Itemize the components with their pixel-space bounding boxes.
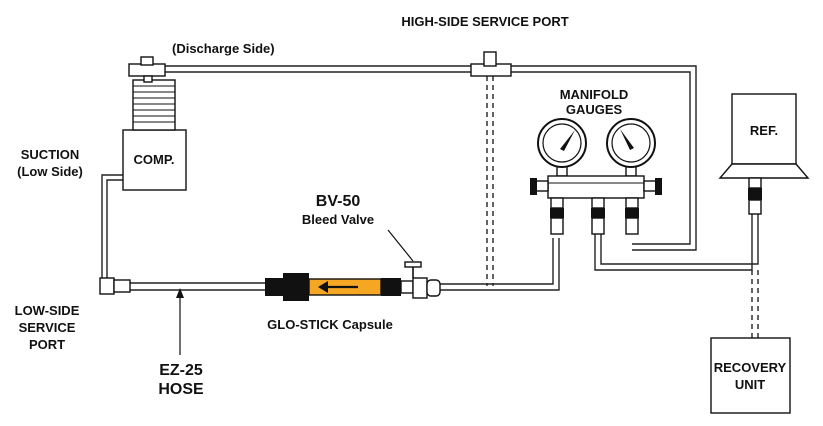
low-side-port-fitting — [99, 277, 131, 295]
low-side-port-label-line3: PORT — [29, 337, 65, 352]
suction-label-line1: SUCTION — [21, 147, 80, 162]
compressor-coil — [132, 79, 176, 131]
manifold-to-recovery-hose — [594, 214, 759, 271]
glo-stick-capsule — [265, 273, 401, 301]
bv50-label: BV-50 — [316, 193, 361, 210]
comp-label: COMP. — [134, 152, 175, 167]
suction-label-line2: (Low Side) — [17, 164, 83, 179]
bleed-valve — [387, 229, 441, 299]
glo-stick-label: GLO-STICK Capsule — [267, 317, 393, 332]
gauge-needle-icon — [560, 130, 575, 151]
high-pressure-gauge — [606, 118, 656, 168]
manifold-gauges-label-line1: MANIFOLD — [560, 87, 629, 102]
discharge-line — [160, 65, 697, 251]
low-side-port-label-line2: SERVICE — [19, 320, 76, 335]
recovery-unit-label-line1: RECOVERY — [714, 360, 787, 375]
manifold-gauges — [530, 118, 662, 235]
manifold-gauges-label-line2: GAUGES — [566, 102, 623, 117]
low-pressure-gauge — [537, 118, 587, 168]
flow-arrow-icon — [318, 281, 328, 293]
compressor — [122, 56, 187, 191]
refrigerant-tank — [718, 93, 810, 215]
ref-label: REF. — [750, 123, 778, 138]
discharge-side-label: (Discharge Side) — [172, 41, 275, 56]
manifold-body — [547, 175, 645, 199]
ez25-pointer-arrow-icon — [176, 288, 184, 298]
bleed-valve-label: Bleed Valve — [302, 212, 374, 227]
recovery-unit — [710, 337, 791, 414]
ez25-hose-line — [130, 282, 265, 291]
gauge-needle-icon — [620, 129, 634, 150]
suction-line — [101, 174, 123, 278]
capsule-to-manifold-hose — [440, 238, 560, 291]
ez25-label-line1: EZ-25 — [159, 362, 203, 379]
recovery-unit-label-line2: UNIT — [735, 377, 765, 392]
high-side-port-label: HIGH-SIDE SERVICE PORT — [401, 14, 568, 29]
compressor-body — [122, 129, 187, 191]
ez25-label-line2: HOSE — [158, 381, 204, 398]
low-side-port-label-line1: LOW-SIDE — [15, 303, 80, 318]
high-side-port-fitting — [470, 51, 512, 77]
